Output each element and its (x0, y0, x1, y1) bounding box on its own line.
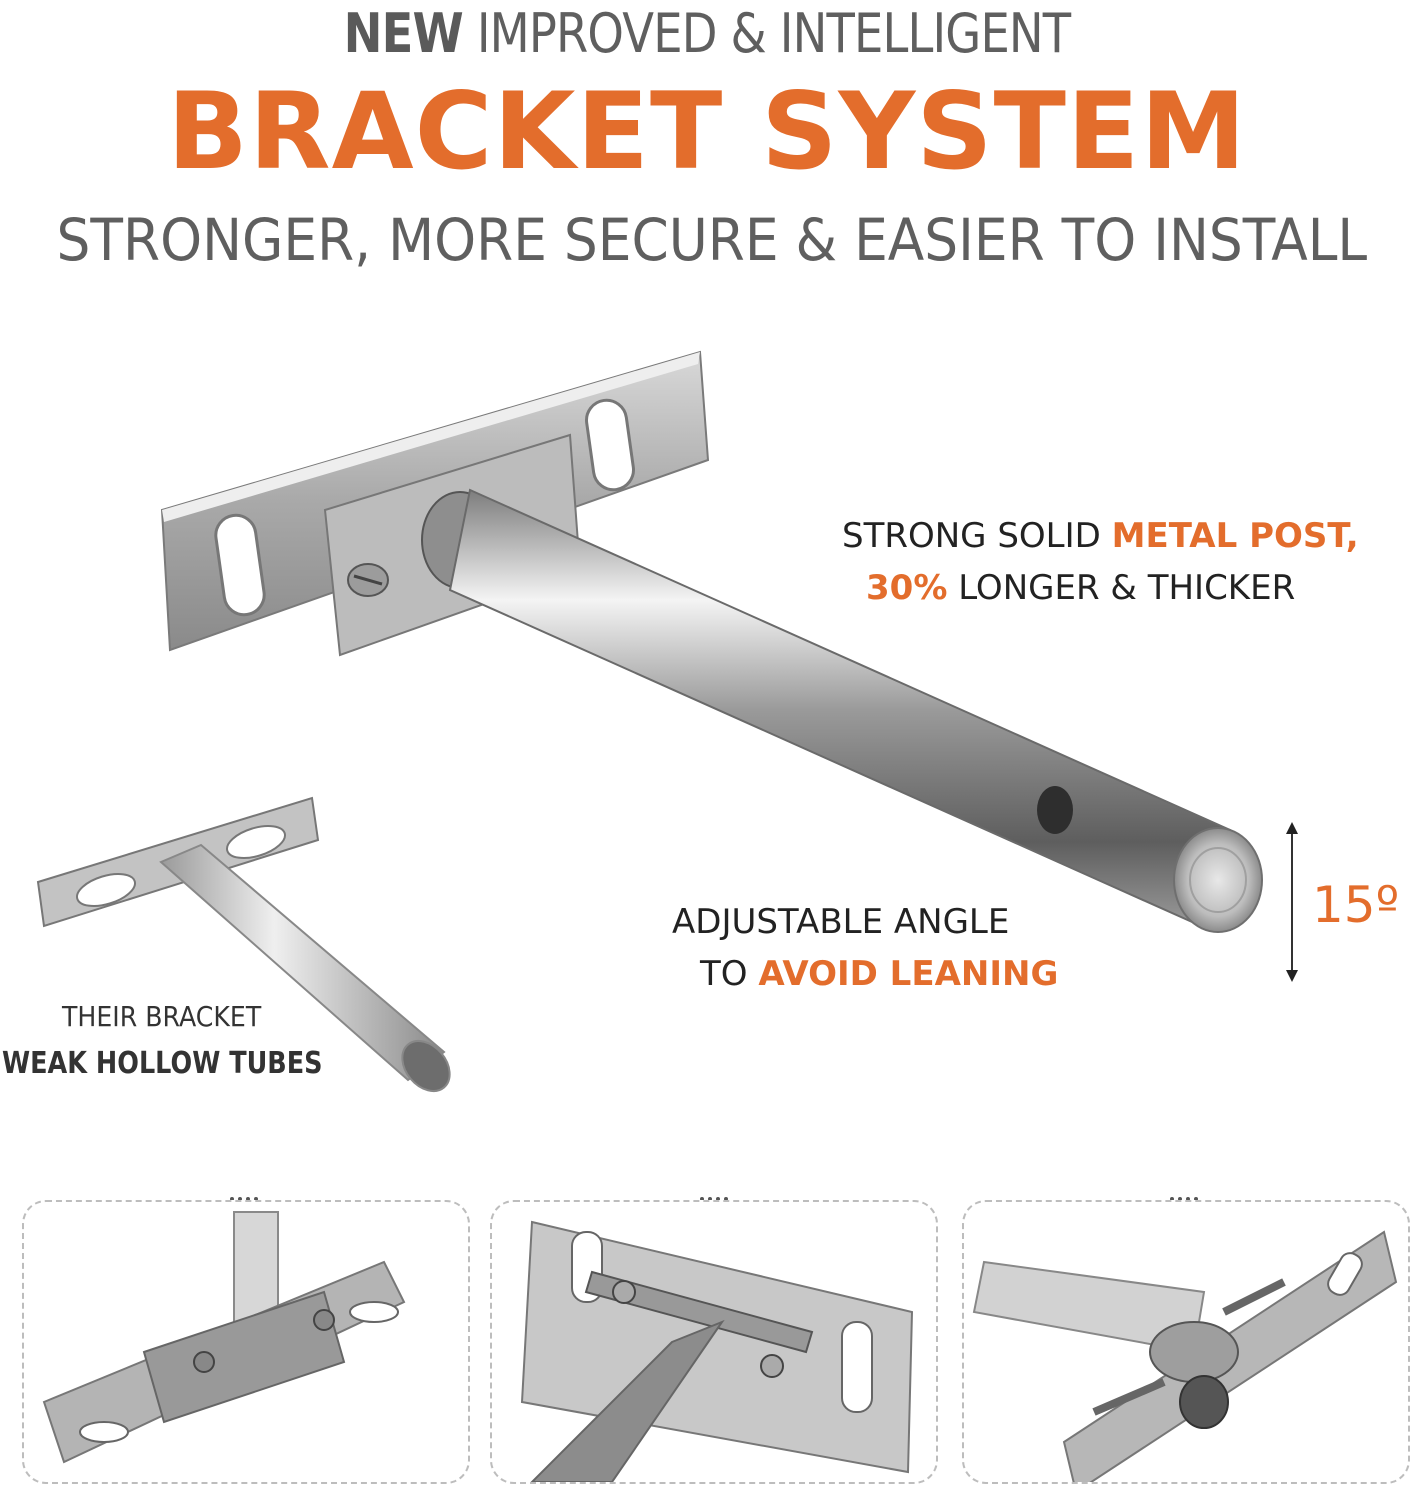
post-callout-line-2: 30% LONGER & THICKER (866, 562, 1359, 614)
post-callout-highlight-2: 30% (866, 568, 948, 608)
angle-degrees: 15º (1312, 876, 1400, 934)
post-callout-highlight-1: METAL POST, (1111, 516, 1359, 556)
post-callout: STRONG SOLID METAL POST, 30% LONGER & TH… (842, 510, 1359, 614)
competitor-bracket-illustration (36, 796, 451, 1093)
angle-callout-highlight: AVOID LEANING (758, 954, 1059, 994)
detail-image-2 (490, 1200, 938, 1484)
post-callout-plain-1: STRONG SOLID (842, 516, 1112, 556)
angle-callout-plain: TO (700, 954, 759, 994)
main-bracket-illustration (160, 350, 1263, 933)
headline-bracket-system: BRACKET SYSTEM (167, 70, 1247, 193)
headline-improved: IMPROVED & INTELLIGENT (462, 2, 1071, 65)
post-callout-plain-2: LONGER & THICKER (947, 568, 1296, 608)
headline-subtitle: STRONGER, MORE SECURE & EASIER TO INSTAL… (56, 206, 1368, 274)
post-callout-line-1: STRONG SOLID METAL POST, (842, 510, 1359, 562)
bracket-detail-mount-icon (42, 1211, 406, 1464)
their-bracket-weak-label: WEAK HOLLOW TUBES (2, 1046, 323, 1081)
headline-line-1: NEW IMPROVED & INTELLIGENT (99, 2, 1315, 65)
headline-new: NEW (343, 2, 464, 65)
angle-callout-line-1: ADJUSTABLE ANGLE (672, 902, 1010, 942)
angle-arrow-icon (1286, 822, 1298, 982)
angle-callout-line-2: TO AVOID LEANING (700, 948, 1058, 1000)
bracket-detail-screw-icon (972, 1230, 1398, 1482)
detail-image-1 (22, 1200, 470, 1484)
angle-callout: ADJUSTABLE ANGLE TO AVOID LEANING (672, 896, 1058, 1000)
bracket-detail-side-icon (520, 1220, 914, 1482)
their-bracket-label: THEIR BRACKET (62, 1000, 262, 1033)
detail-image-3 (962, 1200, 1410, 1484)
